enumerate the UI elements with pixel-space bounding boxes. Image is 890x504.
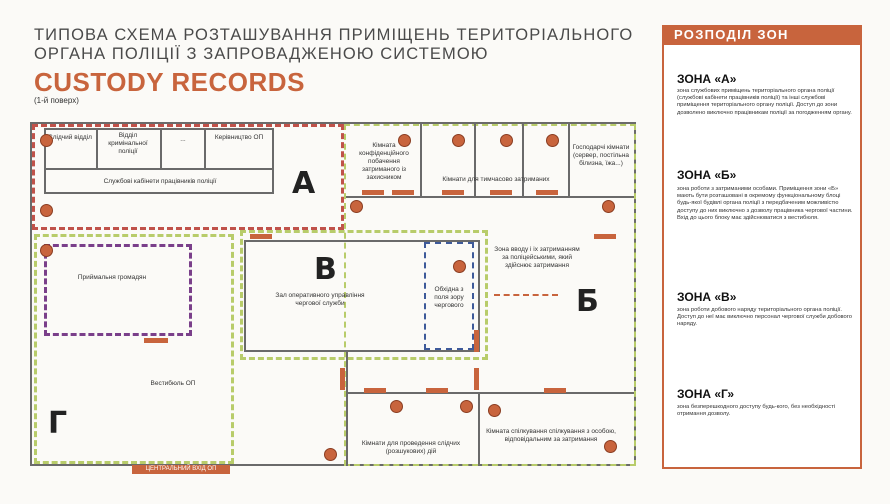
floor-label: (1-й поверх): [34, 96, 79, 105]
brand-title: CUSTODY RECORDS: [34, 67, 305, 97]
room-entry-zone: Зона вводу і іх затриманням за поліцейсь…: [494, 246, 580, 269]
zone-g-title: ЗОНА «Г»: [677, 387, 735, 401]
zone-v-title: ЗОНА «В»: [677, 290, 737, 304]
room-holding: Кімнати для тимчасово затриманих: [442, 176, 550, 183]
camera-icon: [324, 448, 337, 461]
zone-b-title: ЗОНА «Б»: [677, 168, 737, 182]
camera-icon: [40, 204, 53, 217]
zone-g-desc: зона безперешкодного доступу будь-кого, …: [677, 404, 836, 418]
door: [144, 338, 168, 343]
door: [536, 190, 558, 195]
door: [364, 388, 386, 393]
room-communication: Кімната спілкування спілкування з особою…: [486, 428, 616, 443]
door: [544, 388, 566, 393]
camera-icon: [452, 134, 465, 147]
door: [426, 388, 448, 393]
wall: [96, 128, 98, 168]
wall: [160, 128, 162, 168]
camera-icon: [398, 134, 411, 147]
door: [474, 330, 479, 352]
room-reception: Приймальня громадян: [77, 274, 147, 281]
door: [490, 190, 512, 195]
wall: [568, 124, 570, 196]
door: [442, 190, 464, 195]
door: [250, 234, 272, 239]
dashed-route: [494, 294, 558, 296]
zone-letter-v: В: [314, 252, 337, 287]
camera-icon: [546, 134, 559, 147]
camera-icon: [390, 400, 403, 413]
zone-b-boundary: [344, 124, 636, 466]
room-observation: Обхідна з поля зору чергового: [434, 286, 464, 309]
door: [594, 234, 616, 239]
floor-plan: Слідчий відділ Відділ кримінальної поліц…: [30, 122, 636, 474]
zone-letter-a: А: [292, 166, 316, 201]
zone-a-boundary: [32, 124, 344, 230]
room-confidential: Кімната конфіденційного побачення затрим…: [359, 142, 409, 181]
room-ops-hall: Зал оперативного управління чергової слу…: [275, 292, 365, 307]
page-title: ТИПОВА СХЕМА РОЗТАШУВАННЯ ПРИМІЩЕНЬ ТЕРИ…: [34, 26, 634, 63]
wall: [346, 196, 634, 198]
zone-g-boundary: [34, 234, 234, 464]
door: [362, 190, 384, 195]
wall: [204, 128, 206, 168]
panel-heading: РОЗПОДІЛ ЗОН: [662, 25, 862, 45]
camera-icon: [40, 244, 53, 257]
room-utility: Господарчі кімнати (сервер, постільна бі…: [572, 144, 630, 167]
observation-room: [424, 242, 474, 350]
door: [474, 368, 479, 390]
camera-icon: [453, 260, 466, 273]
camera-icon: [500, 134, 513, 147]
zone-a-title: ЗОНА «А»: [677, 72, 737, 86]
room-management: Керівництво ОП: [214, 134, 264, 141]
zone-v-boundary: [240, 230, 488, 360]
wall: [420, 124, 422, 196]
door: [340, 368, 345, 390]
wall: [44, 168, 274, 170]
zones-panel: [662, 25, 862, 469]
zone-a-desc: зона службових приміщень територіального…: [677, 88, 852, 116]
wall: [346, 392, 634, 394]
camera-icon: [602, 200, 615, 213]
room-investigative: Кімнати для проведення слідчих (розшуков…: [361, 440, 461, 455]
room-lobby: Вестибюль ОП: [150, 380, 196, 387]
room-offices: Службові кабінети працівників поліції: [103, 178, 217, 185]
wall: [522, 124, 524, 196]
camera-icon: [488, 404, 501, 417]
door: [392, 190, 414, 195]
wall: [346, 352, 348, 466]
reception-room: [44, 244, 192, 336]
room-criminal-police: Відділ кримінальної поліції: [108, 132, 148, 155]
entrance-label: ЦЕНТРАЛЬНИЙ ВХІД ОП: [132, 465, 230, 474]
zone-letter-b: Б: [576, 284, 599, 319]
camera-icon: [40, 134, 53, 147]
wall: [474, 124, 476, 196]
camera-icon: [350, 200, 363, 213]
room-investigation: Слідчий відділ: [48, 134, 92, 141]
zone-v-hall: [244, 240, 480, 352]
room-dots: ...: [180, 136, 186, 143]
camera-icon: [460, 400, 473, 413]
wall: [478, 392, 480, 466]
camera-icon: [604, 440, 617, 453]
zone-a-offices: [44, 128, 274, 194]
zone-v-desc: зона роботи добового наряду територіальн…: [677, 307, 852, 328]
zone-b-desc: зона роботи з затриманими особами. Примі…: [677, 186, 853, 221]
zone-letter-g: Г: [48, 406, 68, 441]
